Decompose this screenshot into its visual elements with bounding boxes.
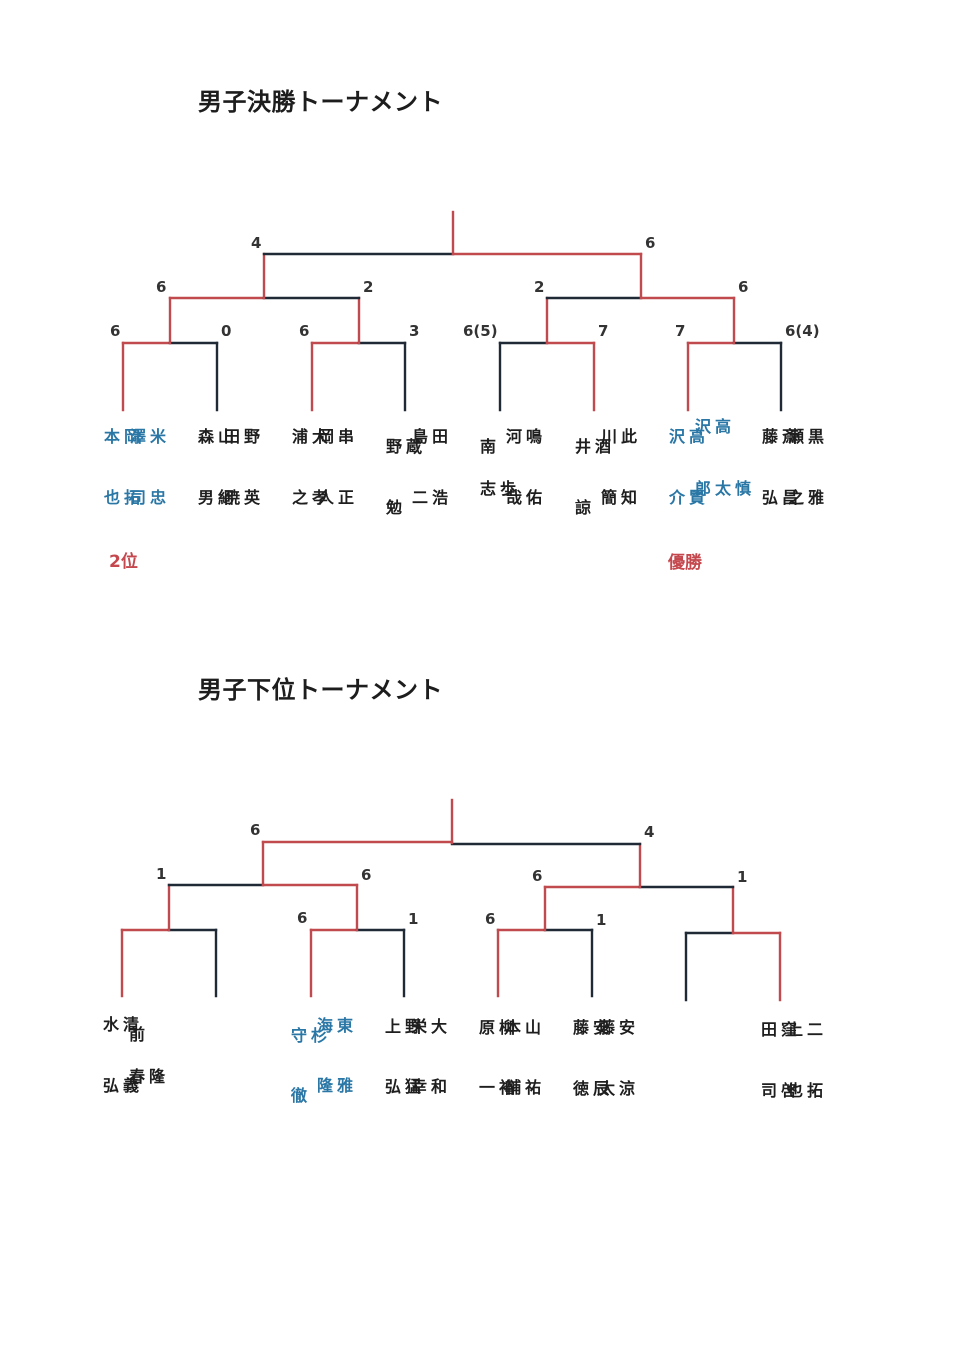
lower-player-4-a-given: 祐輔 bbox=[502, 1079, 541, 1095]
lower-player-6-a-family: 二上 bbox=[784, 1021, 823, 1037]
score-r1-7: 7 bbox=[675, 322, 686, 340]
player-8-b-given: 昌弘 bbox=[759, 489, 798, 505]
player-1-a-given: 忠司 bbox=[127, 489, 166, 505]
player-7-a-given: 慎太郎 bbox=[692, 480, 751, 496]
player-8-a-family: 黒瀬 bbox=[785, 428, 824, 444]
player-5-b-family: 南 bbox=[477, 438, 496, 454]
player-8-a-given: 雅之 bbox=[785, 489, 824, 505]
lower-player-1-b-family: 清水 bbox=[100, 1016, 139, 1032]
lower-player-4-a-family: 山本 bbox=[502, 1019, 541, 1035]
lower-player-4-b-family: 柳原 bbox=[476, 1019, 515, 1035]
lower-score-r1-6: 1 bbox=[596, 911, 607, 929]
score-semi-lr: 2 bbox=[363, 278, 374, 296]
lower-player-2-a-given: 雅隆 bbox=[314, 1077, 353, 1093]
player-2-b-given: 紹男 bbox=[195, 489, 234, 505]
lower-player-3-b-given: 猛弘 bbox=[382, 1078, 421, 1094]
lower-score-r1-5: 6 bbox=[485, 910, 496, 928]
lower-player-1-a-given: 隆春 bbox=[126, 1068, 165, 1084]
player-6-b-given: 諒 bbox=[572, 499, 591, 515]
lower-player-3-a-given: 和幸 bbox=[408, 1078, 447, 1094]
lower-player-5-b-family: 安藤 bbox=[570, 1019, 609, 1035]
lower-score-final-right: 4 bbox=[644, 823, 655, 841]
player-5-a-given: 佑哉 bbox=[503, 489, 542, 505]
player-7-b-family: 高沢 bbox=[666, 428, 705, 444]
player-3-a-given: 正人 bbox=[315, 489, 354, 505]
lower-tournament-title: 男子下位トーナメント bbox=[198, 676, 443, 704]
score-semi-rl: 2 bbox=[534, 278, 545, 296]
player-7-b-given: 賢介 bbox=[666, 489, 705, 505]
player-2-a-family: 野田 bbox=[221, 428, 260, 444]
player-1-a-family: 米澤 bbox=[127, 428, 166, 444]
lower-player-2-b-given: 徹 bbox=[288, 1087, 307, 1103]
player-6-a-family: 此川 bbox=[598, 428, 637, 444]
player-4-a-family: 田島 bbox=[409, 428, 448, 444]
player-4-a-given: 浩二 bbox=[409, 489, 448, 505]
player-5-a-family: 鳴河 bbox=[503, 428, 542, 444]
lower-player-1-a-family: 前 bbox=[126, 1026, 145, 1042]
player-6-a-given: 知簡 bbox=[598, 489, 637, 505]
lower-player-6-a-given: 拓也 bbox=[784, 1082, 823, 1098]
score-semi-ll: 6 bbox=[156, 278, 167, 296]
lower-score-semi-rr: 1 bbox=[737, 868, 748, 886]
rank-runner-up: 2位 bbox=[109, 552, 138, 572]
lower-score-r1-4: 1 bbox=[408, 910, 419, 928]
score-final-left: 4 bbox=[251, 234, 262, 252]
score-r1-3: 6 bbox=[299, 322, 310, 340]
lower-player-1-b-given: 義弘 bbox=[100, 1077, 139, 1093]
player-1-b-given: 拓也 bbox=[101, 489, 140, 505]
lower-player-3-b-family: 野上 bbox=[382, 1018, 421, 1034]
score-r1-5: 6(5) bbox=[463, 322, 498, 340]
lower-score-semi-rl: 6 bbox=[532, 867, 543, 885]
lower-player-2-a-family: 東海 bbox=[314, 1017, 353, 1033]
score-r1-1: 6 bbox=[110, 322, 121, 340]
score-r1-8: 6(4) bbox=[785, 322, 820, 340]
player-7-a-family: 高沢 bbox=[692, 418, 731, 434]
score-final-right: 6 bbox=[645, 234, 656, 252]
lower-score-final-left: 6 bbox=[250, 821, 261, 839]
lower-player-3-a-family: 大栄 bbox=[408, 1018, 447, 1034]
final-tournament-title: 男子決勝トーナメント bbox=[198, 88, 443, 116]
lower-score-semi-lr: 6 bbox=[361, 866, 372, 884]
score-r1-4: 3 bbox=[409, 322, 420, 340]
player-8-b-family: 斎藤 bbox=[759, 428, 798, 444]
player-4-b-given: 勉 bbox=[383, 499, 402, 515]
player-3-a-family: 串岡 bbox=[315, 428, 354, 444]
player-2-a-given: 英暁 bbox=[221, 489, 260, 505]
lower-player-5-b-given: 辰徳 bbox=[570, 1080, 609, 1096]
score-r1-6: 7 bbox=[598, 322, 609, 340]
lower-score-r1-3: 6 bbox=[297, 909, 308, 927]
lower-player-4-b-given: 裕一 bbox=[476, 1079, 515, 1095]
score-r1-2: 0 bbox=[221, 322, 232, 340]
player-6-b-family: 酒井 bbox=[572, 438, 611, 454]
lower-player-5-a-given: 涼太 bbox=[596, 1080, 635, 1096]
lower-player-6-b-family: 窪田 bbox=[758, 1021, 797, 1037]
lower-score-semi-ll: 1 bbox=[156, 865, 167, 883]
player-3-b-given: 孝之 bbox=[289, 489, 328, 505]
player-5-b-given: 歩志 bbox=[477, 480, 516, 496]
player-2-b-family: 山森 bbox=[195, 428, 234, 444]
lower-player-6-b-given: 啓司 bbox=[758, 1082, 797, 1098]
lower-player-2-b-family: 杉守 bbox=[288, 1027, 327, 1043]
player-4-b-family: 蔵野 bbox=[383, 438, 422, 454]
lower-player-5-a-family: 安藤 bbox=[596, 1019, 635, 1035]
player-3-b-family: 大浦 bbox=[289, 428, 328, 444]
final-bracket-lines bbox=[121, 210, 783, 412]
score-semi-rr: 6 bbox=[738, 278, 749, 296]
player-1-b-family: 岡本 bbox=[101, 428, 140, 444]
rank-champion: 優勝 bbox=[668, 553, 702, 573]
